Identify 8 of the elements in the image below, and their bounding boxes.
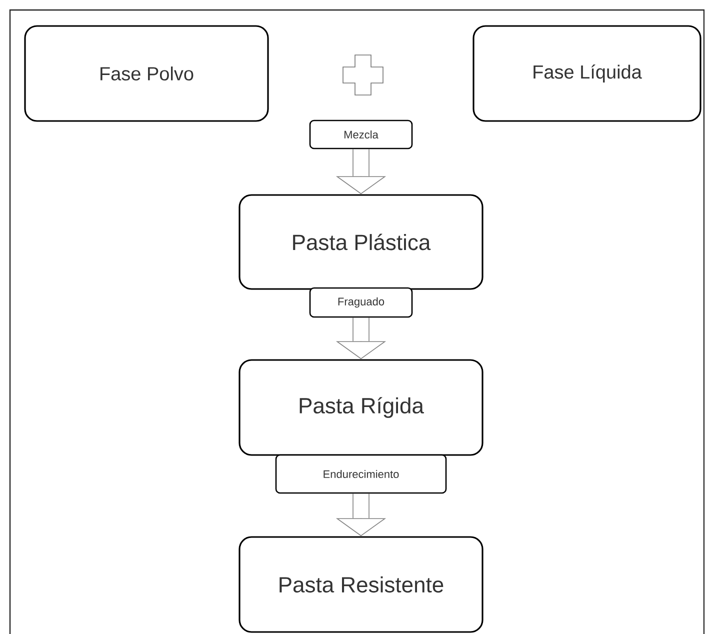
process-box: Pasta Rígida [238,359,484,456]
step-label-box: Mezcla [309,120,413,150]
process-box: Fase Polvo [24,25,269,122]
process-box: Pasta Resistente [238,536,484,633]
step-label-box: Fraguado [309,287,413,318]
process-box: Pasta Plástica [238,194,484,290]
process-box: Fase Líquida [472,25,702,122]
step-label-box: Endurecimiento [275,454,447,494]
